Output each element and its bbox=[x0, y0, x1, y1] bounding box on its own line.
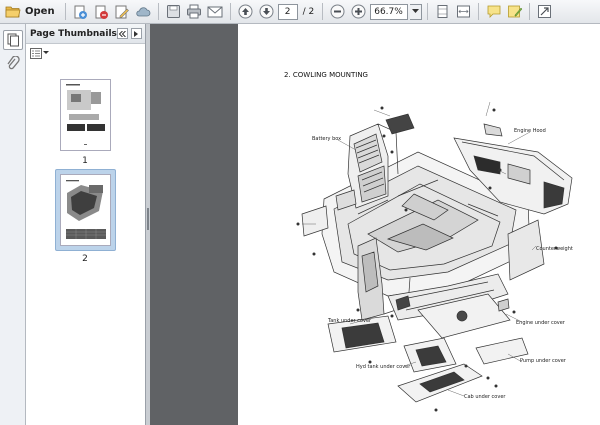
label-engine-under-cover: Engine under cover bbox=[516, 320, 565, 326]
attachments-button[interactable] bbox=[3, 54, 23, 74]
arrow-up-icon bbox=[238, 4, 253, 19]
toolbar-separator bbox=[529, 3, 531, 20]
email-button[interactable] bbox=[206, 2, 225, 21]
pages-icon bbox=[7, 33, 19, 47]
main-toolbar: Open bbox=[0, 0, 600, 24]
toolbar-separator bbox=[157, 3, 159, 20]
thumbnail-page-1[interactable]: 1 bbox=[26, 76, 144, 171]
double-chevron-left-icon bbox=[119, 30, 126, 37]
label-counterweight: Counterweight bbox=[536, 246, 573, 252]
thumbnail-options-bar bbox=[26, 44, 145, 62]
document-viewer[interactable]: 2. COWLING MOUNTING bbox=[150, 24, 600, 425]
total-pages: 2 bbox=[308, 6, 315, 17]
share-button[interactable] bbox=[134, 2, 153, 21]
page-1-preview bbox=[66, 84, 105, 145]
pdf-export-icon bbox=[95, 5, 109, 19]
page-thumbnails-button[interactable] bbox=[3, 30, 23, 50]
expand-icon bbox=[538, 5, 552, 18]
chevron-down-icon bbox=[412, 9, 420, 13]
paperclip-icon bbox=[7, 56, 20, 70]
save-button[interactable] bbox=[164, 2, 183, 21]
thumbnail-label: 2 bbox=[82, 254, 88, 264]
next-page-button[interactable] bbox=[257, 2, 276, 21]
fit-page-icon bbox=[437, 5, 448, 18]
zoom-out-button[interactable] bbox=[328, 2, 347, 21]
panel-title: Page Thumbnails bbox=[30, 28, 117, 39]
navigation-pane-strip bbox=[0, 24, 26, 425]
label-hyd-tank-under-cover: Hyd tank under cover bbox=[356, 364, 411, 370]
arrow-down-icon bbox=[259, 4, 274, 19]
thumbnails-header: Page Thumbnails bbox=[26, 24, 145, 44]
chevron-down-icon bbox=[43, 51, 49, 54]
folder-icon bbox=[5, 6, 21, 18]
zoom-level-input[interactable]: 66.7% bbox=[370, 3, 409, 20]
save-icon bbox=[166, 5, 180, 18]
cowling-exploded-diagram bbox=[296, 101, 573, 412]
thumbnail-image bbox=[60, 174, 111, 246]
chevron-right-icon bbox=[134, 30, 138, 37]
page-separator: / bbox=[302, 6, 306, 17]
section-title: 2. COWLING MOUNTING bbox=[284, 71, 368, 79]
zoom-out-icon bbox=[330, 4, 345, 19]
fit-width-button[interactable] bbox=[454, 2, 473, 21]
open-label: Open bbox=[25, 6, 55, 17]
zoom-dropdown-button[interactable] bbox=[410, 3, 423, 20]
options-icon bbox=[30, 47, 42, 59]
label-battery-box: Battery box bbox=[312, 136, 342, 142]
zoom-in-button[interactable] bbox=[349, 2, 368, 21]
thumbnail-label: 1 bbox=[82, 156, 88, 166]
label-engine-hood: Engine Hood bbox=[514, 128, 546, 134]
toolbar-separator bbox=[427, 3, 429, 20]
fit-width-icon bbox=[457, 5, 471, 18]
page-thumbnails-panel: Page Thumbnails bbox=[26, 24, 146, 425]
label-pump-under-cover: Pump under cover bbox=[520, 358, 566, 364]
page-number-input[interactable]: 2 bbox=[277, 3, 298, 20]
page-2-preview bbox=[66, 180, 106, 239]
zoom-in-icon bbox=[351, 4, 366, 19]
create-pdf-icon bbox=[74, 5, 88, 19]
fit-page-button[interactable] bbox=[433, 2, 452, 21]
label-cab-under-cover: Cab under cover bbox=[464, 394, 506, 400]
toolbar-separator bbox=[478, 3, 480, 20]
create-pdf-button[interactable] bbox=[71, 2, 90, 21]
export-pdf-button[interactable] bbox=[92, 2, 111, 21]
close-panel-button[interactable] bbox=[131, 28, 142, 39]
edit-document-icon bbox=[115, 5, 129, 18]
options-menu-button[interactable] bbox=[30, 47, 49, 59]
toolbar-separator bbox=[322, 3, 324, 20]
previous-page-button[interactable] bbox=[236, 2, 255, 21]
toolbar-separator bbox=[229, 3, 231, 20]
cloud-icon bbox=[136, 6, 151, 16]
splitter-grip[interactable] bbox=[147, 208, 149, 230]
expand-button[interactable] bbox=[535, 2, 554, 21]
collapse-panel-button[interactable] bbox=[117, 28, 128, 39]
envelope-icon bbox=[207, 6, 223, 17]
edit-button[interactable] bbox=[113, 2, 132, 21]
label-tank-under-cover: Tank under cover bbox=[328, 318, 372, 324]
printer-icon bbox=[187, 4, 202, 19]
page-count: / 2 bbox=[303, 7, 315, 17]
thumbnail-page-2[interactable]: 2 bbox=[26, 169, 144, 269]
highlighter-icon bbox=[507, 5, 523, 18]
open-button[interactable]: Open bbox=[3, 2, 60, 21]
thumbnail-image bbox=[60, 79, 111, 151]
toolbar-separator bbox=[64, 3, 66, 20]
document-page: 2. COWLING MOUNTING bbox=[238, 24, 600, 425]
print-button[interactable] bbox=[185, 2, 204, 21]
comment-button[interactable] bbox=[484, 2, 503, 21]
comment-icon bbox=[487, 5, 501, 18]
highlight-button[interactable] bbox=[505, 2, 524, 21]
